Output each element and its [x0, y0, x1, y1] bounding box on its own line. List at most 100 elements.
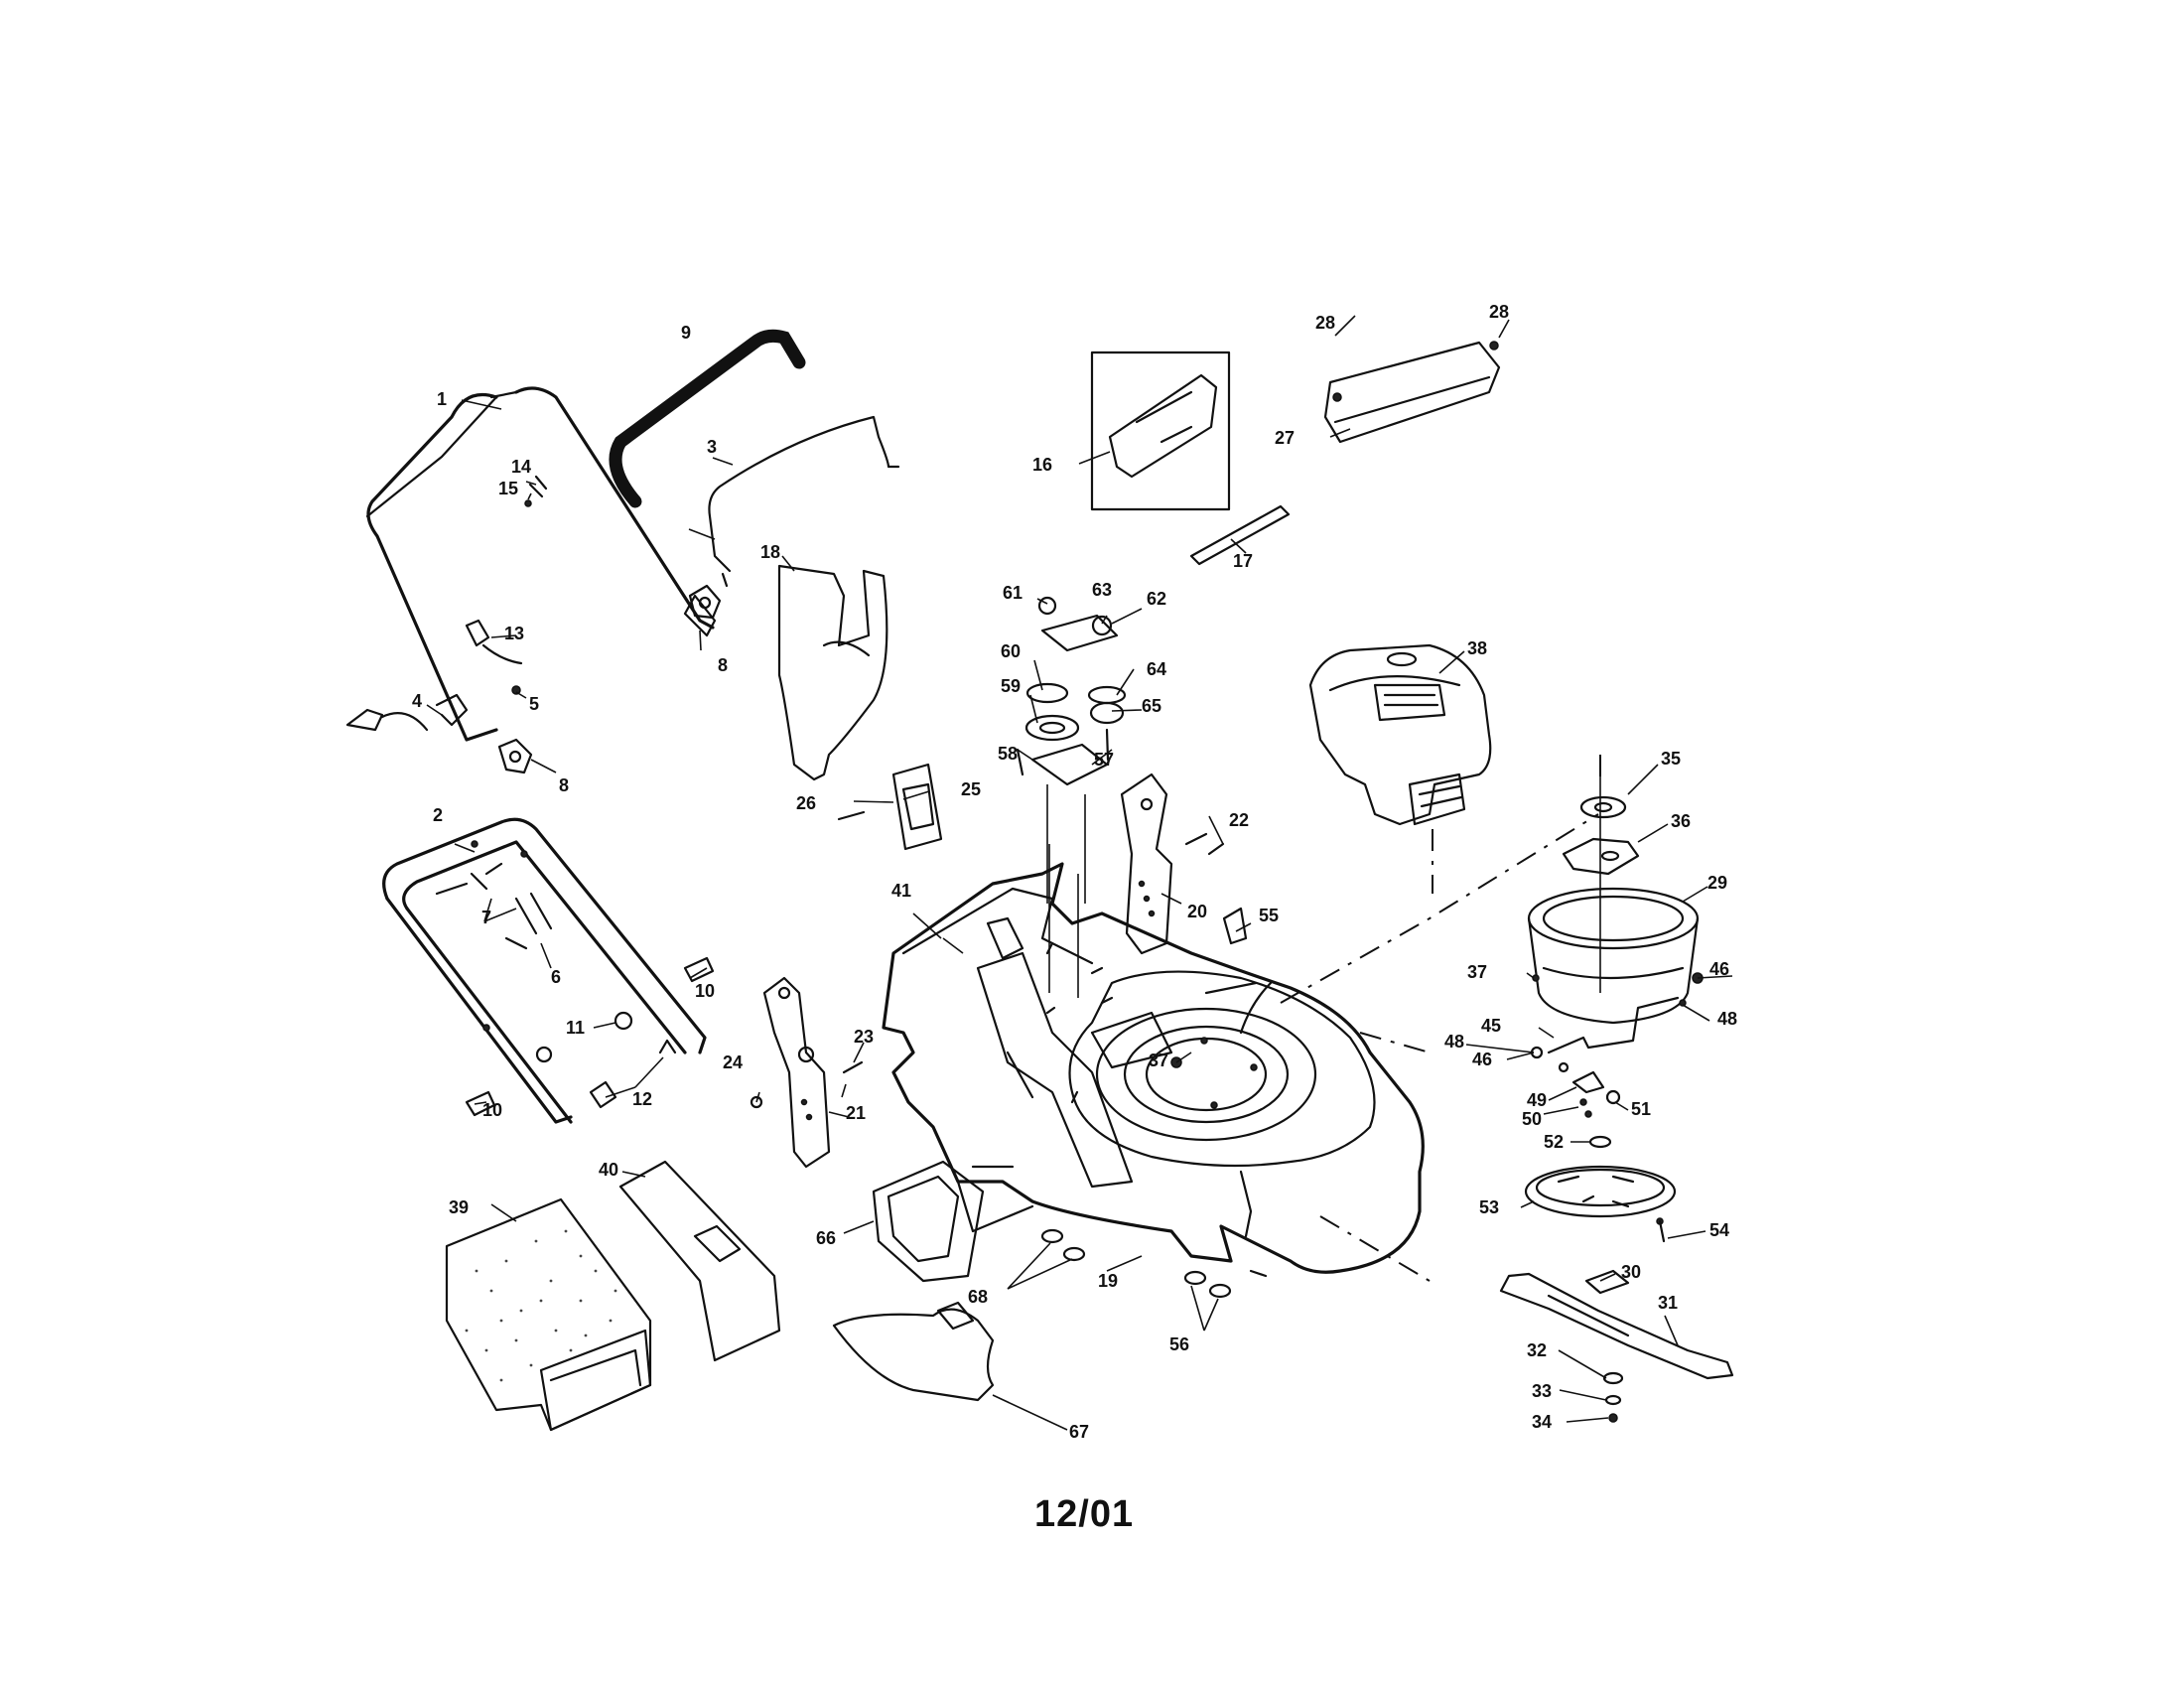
- control-wire: [345, 685, 521, 732]
- callout-58: 58: [998, 744, 1018, 764]
- deflector-plate: [837, 763, 943, 851]
- callout-48a: 48: [1717, 1009, 1737, 1029]
- callout-31: 31: [1658, 1293, 1678, 1313]
- callout-45: 45: [1481, 1016, 1501, 1036]
- callout-32: 32: [1527, 1340, 1547, 1360]
- callout-40: 40: [599, 1160, 618, 1180]
- callout-49: 49: [1527, 1090, 1547, 1110]
- callout-37a: 37: [1467, 962, 1487, 982]
- mulch-plate: [832, 1301, 995, 1402]
- spacers: [1040, 1228, 1232, 1299]
- callout-66: 66: [816, 1228, 836, 1248]
- leader-lines: [426, 315, 1733, 1431]
- cable-clip: [465, 619, 523, 665]
- callout-3: 3: [707, 437, 717, 457]
- height-bracket-right: [1120, 772, 1248, 955]
- callout-21: 21: [846, 1103, 866, 1123]
- revision-date: 12/01: [1034, 1493, 1134, 1535]
- hex-nut: [614, 1011, 633, 1031]
- callout-6: 6: [551, 967, 561, 987]
- blade-assembly: [1499, 755, 1734, 1423]
- callout-54: 54: [1709, 1220, 1729, 1240]
- callout-51: 51: [1631, 1099, 1651, 1119]
- rear-flap: [1323, 341, 1501, 444]
- callout-9: 9: [681, 323, 691, 343]
- callout-38: 38: [1467, 638, 1487, 658]
- callout-39: 39: [449, 1197, 469, 1217]
- callout-55: 55: [1259, 906, 1279, 925]
- callout-60: 60: [1001, 641, 1021, 661]
- callout-33: 33: [1532, 1381, 1552, 1401]
- discharge-chute: [777, 564, 888, 781]
- callout-10a: 10: [695, 981, 715, 1001]
- callout-62: 62: [1147, 589, 1166, 609]
- callout-48b: 48: [1444, 1032, 1464, 1052]
- callout-8a: 8: [718, 655, 728, 675]
- height-bracket-left: [750, 976, 864, 1169]
- handle-grip: [609, 329, 806, 508]
- callout-24: 24: [723, 1052, 743, 1072]
- callout-5: 5: [529, 694, 539, 714]
- pulley-assembly: [1016, 596, 1127, 904]
- callout-65: 65: [1142, 696, 1161, 716]
- callout-29: 29: [1707, 873, 1727, 893]
- callout-14: 14: [511, 457, 531, 477]
- callout-67: 67: [1069, 1422, 1089, 1442]
- callout-27: 27: [1275, 428, 1295, 448]
- callout-41: 41: [891, 881, 911, 901]
- callout-18: 18: [760, 542, 780, 562]
- callout-34: 34: [1532, 1412, 1552, 1432]
- handle-clip: [524, 475, 548, 507]
- callout-28b: 28: [1489, 302, 1509, 322]
- callout-19: 19: [1098, 1271, 1118, 1291]
- callout-56: 56: [1169, 1334, 1189, 1354]
- callout-10b: 10: [482, 1100, 502, 1120]
- bag-frame: [618, 1160, 781, 1362]
- callout-13: 13: [504, 624, 524, 643]
- callout-20: 20: [1187, 902, 1207, 921]
- callout-4: 4: [412, 691, 422, 711]
- upper-handle: [365, 386, 717, 742]
- callout-26: 26: [796, 793, 816, 813]
- callout-57: 57: [1094, 750, 1114, 770]
- callout-1: 1: [437, 389, 447, 409]
- callout-52: 52: [1544, 1132, 1564, 1152]
- mower-deck: [882, 813, 1599, 1282]
- callout-46b: 46: [1472, 1050, 1492, 1069]
- callout-64: 64: [1147, 659, 1166, 679]
- callout-68: 68: [968, 1287, 988, 1307]
- callout-61: 61: [1003, 583, 1023, 603]
- callout-2: 2: [433, 805, 443, 825]
- grass-bag: [445, 1197, 652, 1432]
- callout-17: 17: [1233, 551, 1253, 571]
- callout-7: 7: [481, 908, 491, 927]
- rear-wheel-cover: [872, 1160, 985, 1283]
- handle-bolts: [435, 862, 553, 950]
- callout-28a: 28: [1315, 313, 1335, 333]
- callout-30: 30: [1621, 1262, 1641, 1282]
- callout-50: 50: [1522, 1109, 1542, 1129]
- callout-35: 35: [1661, 749, 1681, 769]
- callout-63: 63: [1092, 580, 1112, 600]
- callout-37b: 37: [1149, 1051, 1168, 1070]
- callout-25: 25: [961, 779, 981, 799]
- callout-46a: 46: [1709, 959, 1729, 979]
- callout-15: 15: [498, 479, 518, 498]
- lower-handle: [382, 817, 707, 1124]
- engine: [1308, 643, 1492, 894]
- callout-59: 59: [1001, 676, 1021, 696]
- callout-22: 22: [1229, 810, 1249, 830]
- callout-16: 16: [1032, 455, 1052, 475]
- callout-12: 12: [632, 1089, 652, 1109]
- handle-knob-lower: [465, 956, 715, 1117]
- callout-labels: 1 2 3 4 5 6 7 8 8 9 10 10 11 12 13 14 15…: [412, 302, 1737, 1442]
- cable-guide: [589, 1039, 677, 1109]
- handle-knob: [497, 584, 722, 774]
- callout-53: 53: [1479, 1197, 1499, 1217]
- callout-8b: 8: [559, 775, 569, 795]
- drive-belt: [1189, 504, 1291, 566]
- callout-11: 11: [566, 1018, 585, 1038]
- callout-36: 36: [1671, 811, 1691, 831]
- callout-23: 23: [854, 1027, 874, 1047]
